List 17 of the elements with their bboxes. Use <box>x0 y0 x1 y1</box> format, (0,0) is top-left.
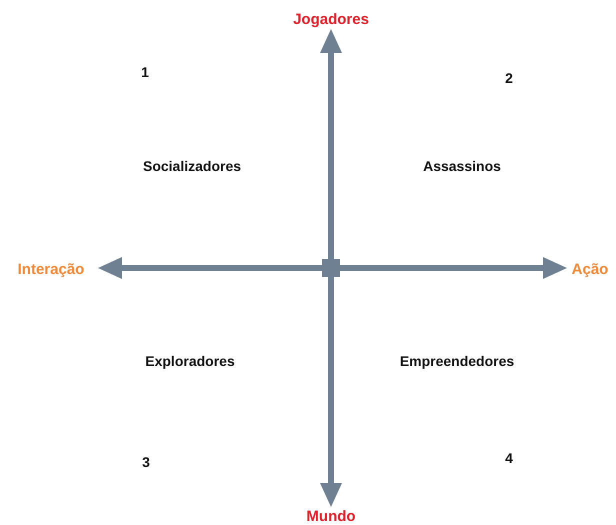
quadrant-label: Socializadores <box>142 158 242 174</box>
axis-label: Interação <box>4 258 98 280</box>
quadrant-label: Assassinos <box>423 158 501 174</box>
axis-arrow <box>98 257 322 279</box>
axis-label: Jogadores <box>291 9 371 29</box>
axis-arrow <box>320 277 342 507</box>
quadrant-number: 1 <box>141 64 149 80</box>
axis-arrow <box>340 257 567 279</box>
quadrant-number: 3 <box>142 454 150 470</box>
axis-label: Ação <box>567 258 613 280</box>
center-square <box>322 259 340 277</box>
quadrant-label: Empreendedores <box>400 353 514 369</box>
quadrant-number: 4 <box>505 450 513 466</box>
quadrant-number: 2 <box>505 70 513 86</box>
axis-arrow <box>320 29 342 259</box>
quadrant-label: Exploradores <box>145 353 235 369</box>
axis-label: Mundo <box>296 507 366 525</box>
